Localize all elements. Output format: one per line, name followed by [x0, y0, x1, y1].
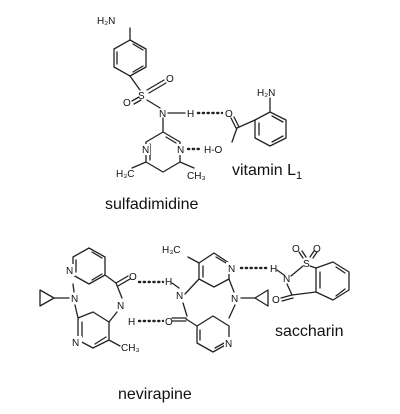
- methyl-label-4: H₃C: [162, 245, 181, 256]
- nitrogen-label-9: N: [228, 264, 235, 275]
- nitrogen-label-6: N: [117, 301, 124, 312]
- nitrogen-label-5: N: [71, 294, 78, 305]
- caption-nevirapine: nevirapine: [118, 386, 192, 403]
- nitrogen-label-7: N: [72, 338, 79, 349]
- nitrogen-label-10: N: [231, 294, 238, 305]
- oxygen-label-1: O: [166, 74, 174, 85]
- nitrogen-label-2: N: [142, 145, 149, 156]
- nitrogen-label-4: N: [66, 266, 73, 277]
- hydrogen-label-4: H: [270, 264, 277, 275]
- sulfadimidine-structure: H₂N S O O N H N N H₃C CH₃: [97, 16, 206, 182]
- nevirapine-structure-left: N N O N N CH₃: [39, 247, 140, 354]
- amine-label-top: H₂N: [97, 16, 115, 27]
- oxygen-label-5: O: [165, 317, 173, 328]
- nitrogen-label-12: N: [283, 274, 290, 285]
- hydrogen-label-2: H: [165, 277, 172, 288]
- nevirapine-structure-right: H N H O H₃C N N N: [128, 245, 269, 353]
- caption-saccharin: saccharin: [275, 323, 343, 340]
- caption-vitamin-l1: vitamin L1: [232, 162, 302, 182]
- nitrogen-label-3: N: [177, 145, 184, 156]
- sulfur-label-1: S: [138, 91, 145, 102]
- amine-label-2: H₂N: [257, 88, 275, 99]
- oxygen-label-3: O: [225, 109, 233, 120]
- methyl-label-1: H₃C: [116, 169, 135, 180]
- vitamin-l1-structure: O H-O H₂N: [204, 88, 287, 156]
- sulfur-label-2: S: [303, 259, 310, 270]
- hydrogen-label-1: H: [187, 109, 194, 120]
- oxygen-label-4: O: [129, 272, 137, 283]
- saccharin-structure: H N S O O O: [270, 244, 350, 306]
- nitrogen-label-11: N: [225, 339, 232, 350]
- hydrogen-label-3: H: [128, 317, 135, 328]
- oxygen-label-6: O: [292, 244, 300, 255]
- oxygen-label-2: O: [123, 98, 131, 109]
- oxygen-label-8: O: [272, 295, 280, 306]
- oxygen-label-7: O: [313, 244, 321, 255]
- caption-sulfadimidine: sulfadimidine: [105, 196, 198, 213]
- nitrogen-label-8: N: [176, 291, 183, 302]
- nitrogen-label-1: N: [159, 109, 166, 120]
- methyl-label-2: CH₃: [187, 171, 206, 182]
- methyl-label-3: CH₃: [121, 343, 140, 354]
- hydroxyl-label: H-O: [204, 145, 223, 156]
